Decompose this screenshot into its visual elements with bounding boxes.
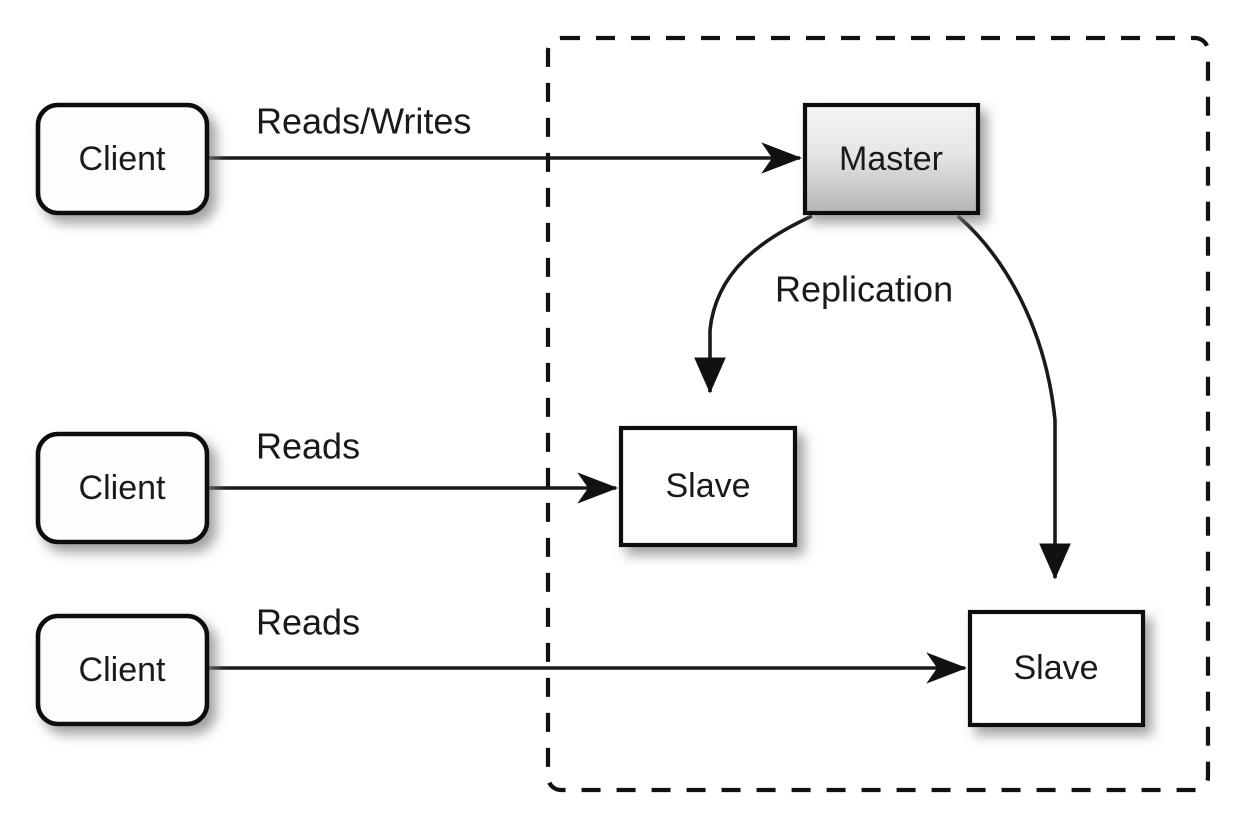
server-boundary xyxy=(545,35,1211,793)
edge-master-slave1-curve xyxy=(694,214,813,394)
node-slave-2[interactable]: Slave xyxy=(967,609,1146,728)
client-3-box[interactable] xyxy=(35,613,210,727)
client-1-label: Client xyxy=(79,140,166,178)
node-client-1[interactable]: Client xyxy=(35,102,210,216)
edge-label-reads-slave1: Reads xyxy=(256,426,360,467)
edge-label-reads-slave2: Reads xyxy=(256,602,360,643)
client-2-label: Client xyxy=(79,469,166,507)
client-2-box[interactable] xyxy=(35,431,210,545)
client-1-box[interactable] xyxy=(35,102,210,216)
node-client-3[interactable]: Client xyxy=(35,613,210,727)
master-label: Master xyxy=(839,140,943,178)
master-box[interactable] xyxy=(802,102,981,216)
edge-label-reads-writes: Reads/Writes xyxy=(256,101,471,142)
slave-1-label: Slave xyxy=(665,467,750,505)
edge-master-slave2-curve xyxy=(956,214,1071,580)
node-master[interactable]: Master xyxy=(802,102,981,216)
node-slave-1[interactable]: Slave xyxy=(618,425,798,548)
slave-1-box[interactable] xyxy=(618,425,798,548)
edge-label-replication: Replication xyxy=(775,269,953,310)
client-3-label: Client xyxy=(79,651,166,689)
node-client-2[interactable]: Client xyxy=(35,431,210,545)
slave-2-box[interactable] xyxy=(967,609,1146,728)
slave-2-label: Slave xyxy=(1013,649,1098,687)
